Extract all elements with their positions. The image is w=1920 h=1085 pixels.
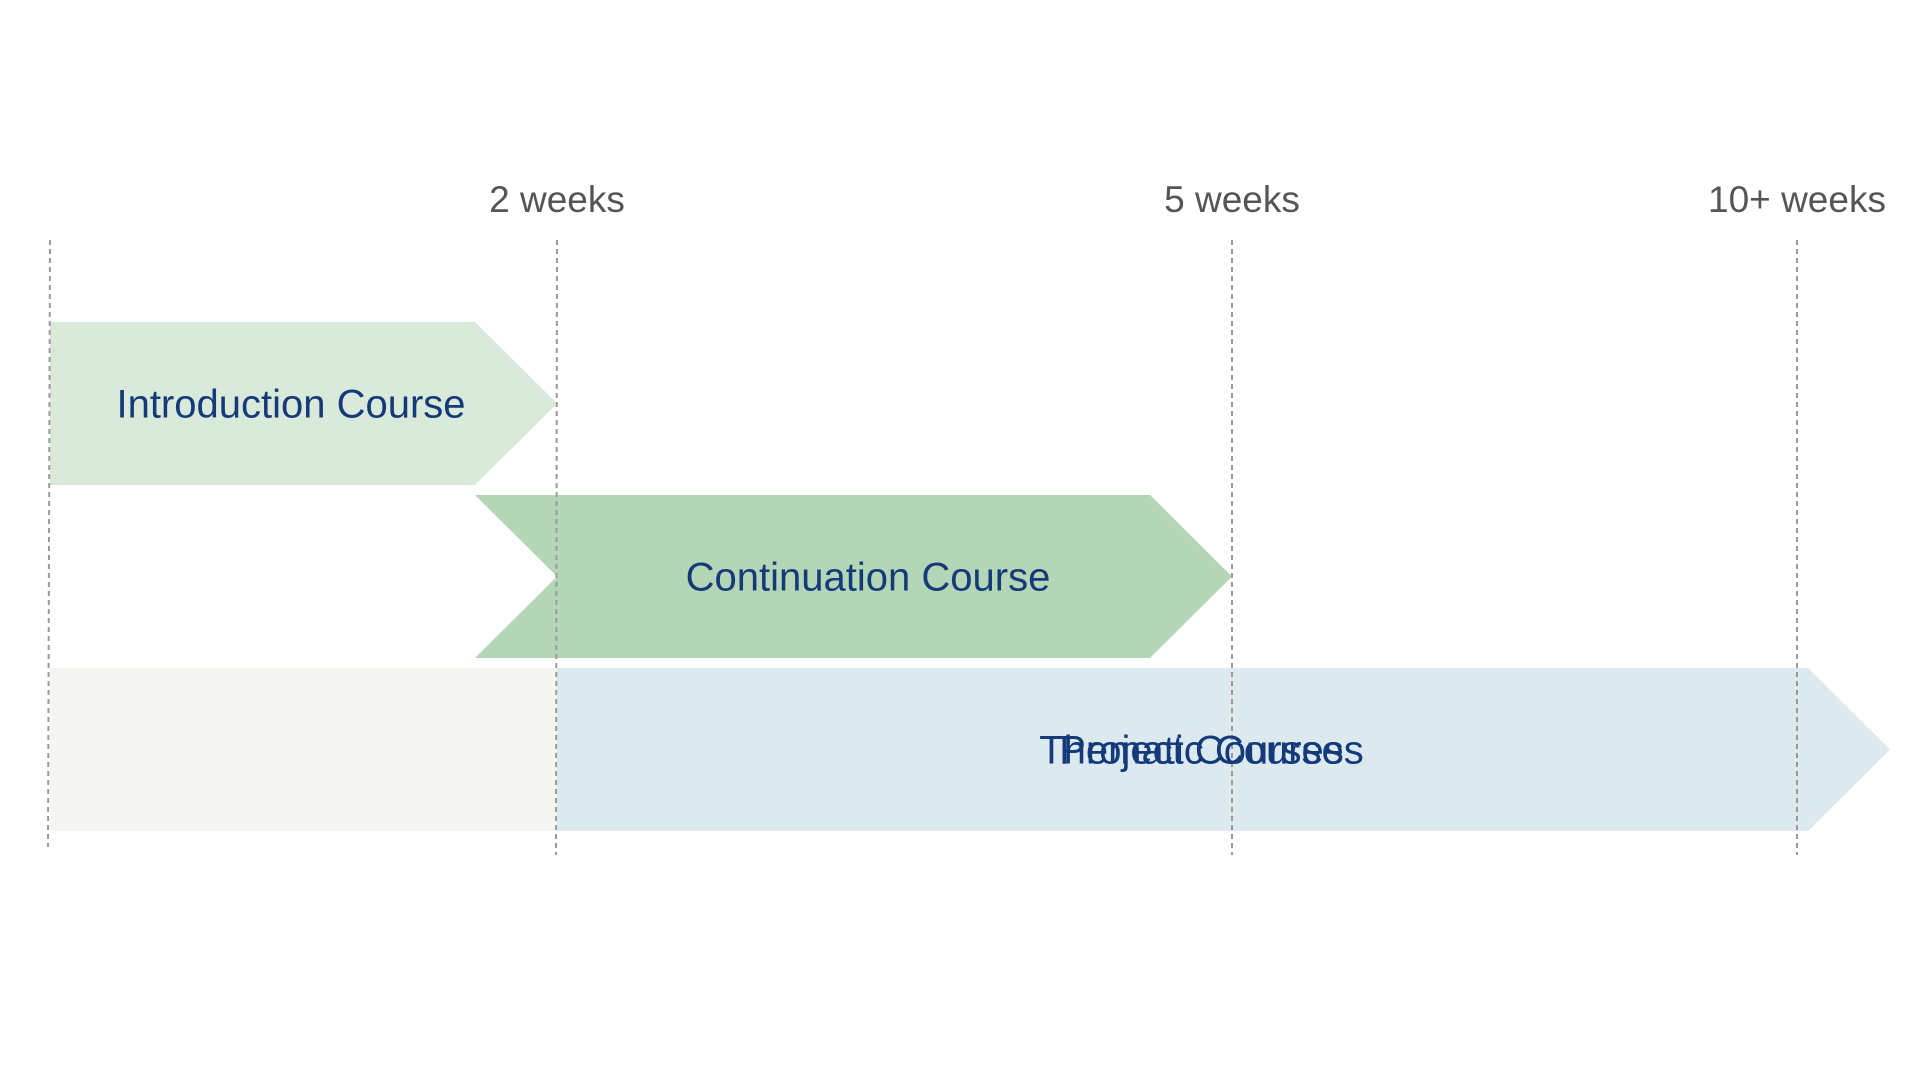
- bar-label-continuation-course: Continuation Course: [686, 556, 1051, 600]
- bar-project-courses: [557, 668, 1890, 831]
- bar-continuation-course: [475, 495, 1232, 658]
- gridline-2-weeks: [555, 239, 558, 856]
- bar-label-introduction-course: Introduction Course: [116, 383, 465, 427]
- week-gridlines: [47, 239, 1798, 856]
- bar-label-project-courses: Project Courses: [1059, 729, 1344, 773]
- tick-label-10-weeks: 10+ weeks: [1708, 179, 1886, 220]
- bar-label-thematic-courses: Thematic Courses: [1039, 729, 1364, 773]
- gridline-start: [47, 239, 51, 848]
- bar-introduction-course: [50, 322, 557, 485]
- tick-label-2-weeks: 2 weeks: [489, 179, 625, 220]
- bar-thematic-courses-lead-in: [50, 668, 557, 831]
- course-bars: [50, 322, 1890, 831]
- tick-label-5-weeks: 5 weeks: [1164, 179, 1300, 220]
